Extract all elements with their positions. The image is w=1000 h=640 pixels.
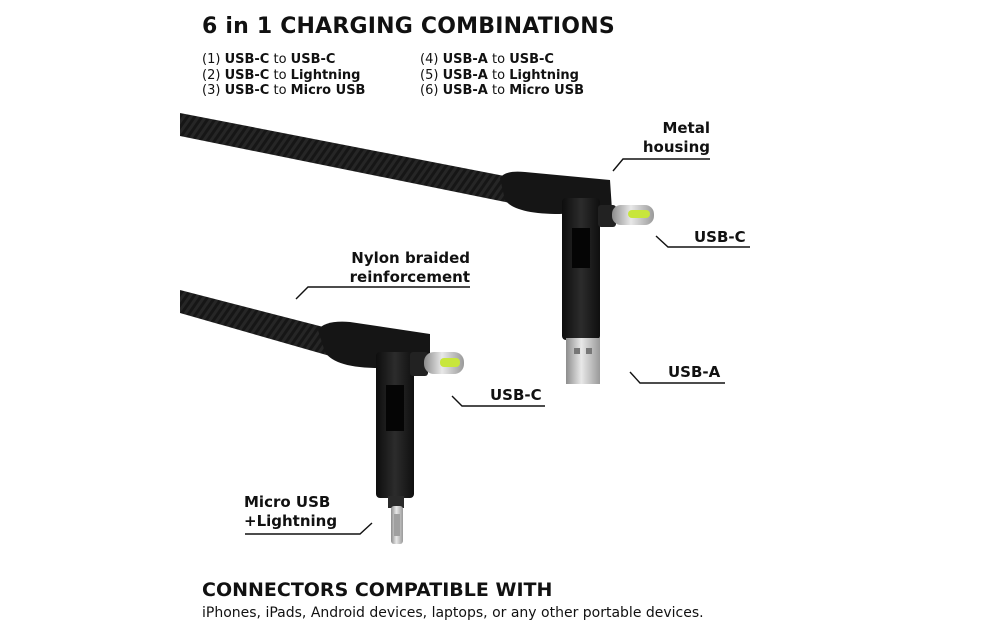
callout-nylon-line1: Nylon braided: [351, 249, 470, 267]
combination-item: (6) USB-A to Micro USB: [420, 83, 584, 98]
combination-item: (4) USB-A to USB-C: [420, 52, 554, 67]
usba-plug: [566, 338, 600, 384]
upper-connector-body: [562, 198, 600, 340]
lower-usbc-collar: [410, 352, 428, 376]
combinations-column-left: (1) USB-C to USB-C (2) USB-C to Lightnin…: [202, 52, 365, 99]
upper-connector-slot: [572, 228, 590, 268]
callout-usbc-top: USB-C: [694, 228, 746, 246]
micro-lightning-line: [245, 522, 373, 535]
usba-hole: [586, 348, 592, 354]
upper-usbc-tip: [628, 210, 650, 218]
footer-text: iPhones, iPads, Android devices, laptops…: [202, 605, 704, 621]
combination-item: (1) USB-C to USB-C: [202, 52, 336, 67]
usba-hole: [574, 348, 580, 354]
upper-cable: [180, 113, 654, 384]
callout-usba: USB-A: [668, 363, 721, 381]
callout-metal-housing-line2: housing: [642, 138, 710, 156]
usbc-bottom-line: [451, 395, 545, 407]
lower-cable-braid: [180, 290, 335, 356]
callout-micro-lightning: Micro USB +Lightning: [244, 493, 337, 531]
lower-cable: [180, 290, 464, 544]
callout-lines: [245, 158, 750, 535]
lightning-collar: [388, 496, 404, 508]
usba-line: [629, 371, 725, 384]
callout-micro-line1: Micro USB: [244, 493, 331, 511]
callout-usbc-bottom: USB-C: [490, 386, 542, 404]
combination-item: (2) USB-C to Lightning: [202, 67, 361, 83]
lightning-contact: [394, 514, 400, 536]
metal-housing-line: [612, 158, 710, 172]
callout-nylon-line2: reinforcement: [349, 268, 470, 286]
lower-connector-slot: [386, 385, 404, 431]
callout-metal-housing-line1: Metal: [662, 119, 710, 137]
combination-item: (5) USB-A to Lightning: [420, 67, 579, 83]
page-title: 6 in 1 CHARGING COMBINATIONS: [202, 14, 615, 39]
combination-item: (3) USB-C to Micro USB: [202, 83, 366, 98]
nylon-line: [295, 286, 470, 300]
callout-metal-housing: Metal housing: [610, 119, 710, 157]
upper-cable-braid: [180, 113, 515, 203]
combinations-column-right: (4) USB-A to USB-C (5) USB-A to Lightnin…: [420, 52, 584, 99]
footer-title: CONNECTORS COMPATIBLE WITH: [202, 579, 553, 601]
usbc-top-line: [655, 235, 750, 248]
callout-micro-line2: +Lightning: [244, 512, 338, 530]
callout-nylon: Nylon braided reinforcement: [300, 249, 470, 287]
lower-usbc-tip: [440, 358, 460, 367]
upper-usbc-collar: [598, 205, 616, 227]
